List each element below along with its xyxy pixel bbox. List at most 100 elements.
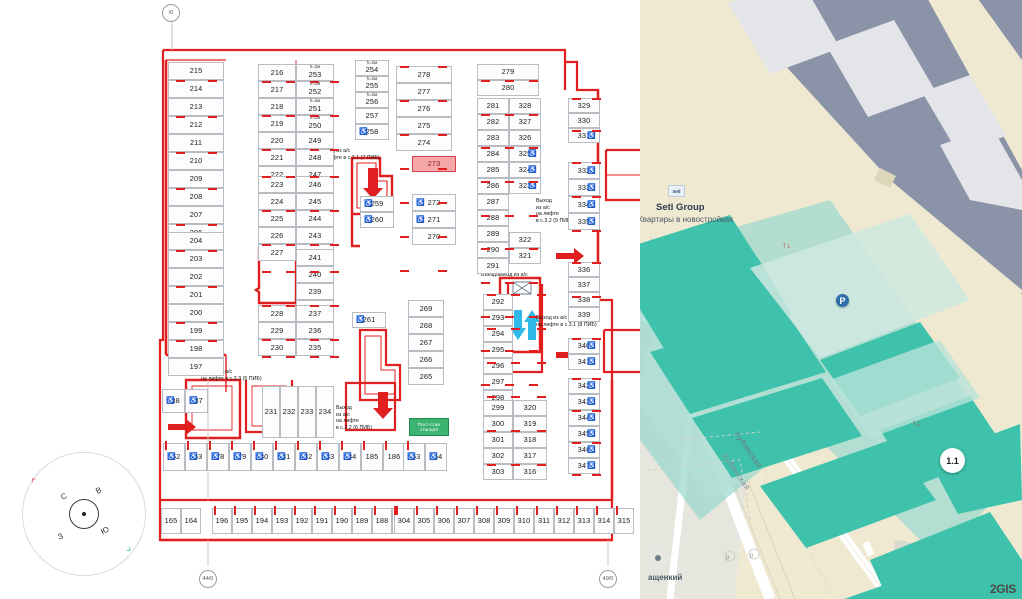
parking-space-165[interactable]: 165 (161, 508, 181, 534)
parking-space-197[interactable]: 197 (168, 358, 224, 376)
parking-space-192[interactable]: 192 (292, 508, 312, 534)
parking-space-275[interactable]: 275 (396, 117, 452, 134)
parking-space-291[interactable]: 291 (477, 258, 509, 274)
parking-space-279[interactable]: 279 (477, 64, 539, 80)
parking-space-345[interactable]: ♿345 (568, 426, 600, 442)
parking-space-319[interactable]: 319 (513, 416, 547, 432)
parking-space-278[interactable]: 278 (396, 66, 452, 83)
parking-space-227[interactable]: 227 (258, 244, 296, 261)
parking-space-329[interactable]: 329 (568, 98, 600, 113)
parking-space-300[interactable]: 300 (483, 416, 513, 432)
parking-space-188[interactable]: 188 (372, 508, 392, 534)
parking-space-297[interactable]: 297 (483, 374, 513, 390)
parking-space-185[interactable]: 185 (361, 443, 383, 471)
parking-space-346[interactable]: ♿346 (568, 442, 600, 458)
parking-space-335[interactable]: ♿335 (568, 213, 600, 230)
parking-space-347[interactable]: ♿347 (568, 458, 600, 474)
parking-space-260[interactable]: ♿260 (360, 212, 394, 228)
parking-space-224[interactable]: 224 (258, 193, 296, 210)
parking-space-243[interactable]: 243 (296, 227, 334, 244)
parking-space-303[interactable]: 303 (483, 464, 513, 480)
parking-space-343[interactable]: ♿343 (568, 394, 600, 410)
parking-space-304[interactable]: 304 (394, 508, 414, 534)
parking-space-202[interactable]: 202 (168, 268, 224, 286)
parking-space-203[interactable]: 203 (168, 250, 224, 268)
parking-space-229[interactable]: 229 (258, 322, 296, 339)
parking-space-215[interactable]: 215 (168, 62, 224, 80)
parking-space-217[interactable]: 217 (258, 81, 296, 98)
parking-space-211[interactable]: 211 (168, 134, 224, 152)
parking-space-233[interactable]: 233 (298, 386, 316, 438)
parking-space-164[interactable]: 164 (181, 508, 201, 534)
parking-space-234[interactable]: 234 (316, 386, 334, 438)
parking-space-210[interactable]: 210 (168, 152, 224, 170)
parking-space-180[interactable]: ♿180 (251, 443, 273, 471)
parking-space-333[interactable]: ♿333 (568, 179, 600, 196)
parking-space-340[interactable]: ♿340 (568, 338, 600, 354)
parking-space-321[interactable]: 321 (509, 248, 541, 264)
parking-space-326[interactable]: 326 (509, 130, 541, 146)
parking-space-245[interactable]: 245 (296, 193, 334, 210)
parking-space-194[interactable]: 194 (252, 508, 272, 534)
parking-space-182[interactable]: ♿182 (295, 443, 317, 471)
parking-space-179[interactable]: ♿179 (229, 443, 251, 471)
parking-space-249[interactable]: 249 (296, 132, 334, 149)
parking-space-267[interactable]: 267 (408, 334, 444, 351)
parking-space-220[interactable]: 220 (258, 132, 296, 149)
parking-space-237[interactable]: 237 (296, 305, 334, 322)
parking-space-309[interactable]: 309 (494, 508, 514, 534)
parking-space-232[interactable]: 232 (280, 386, 298, 438)
parking-space-292[interactable]: 292 (483, 294, 513, 310)
parking-space-281[interactable]: 281 (477, 98, 509, 114)
parking-space-339[interactable]: 339 (568, 307, 600, 322)
parking-space-268[interactable]: 268 (408, 317, 444, 334)
parking-space-307[interactable]: 307 (454, 508, 474, 534)
parking-space-316[interactable]: 316 (513, 464, 547, 480)
parking-space-266[interactable]: 266 (408, 351, 444, 368)
parking-space-271[interactable]: ♿271 (412, 211, 456, 228)
parking-space-236[interactable]: 236 (296, 322, 334, 339)
parking-space-189[interactable]: 189 (352, 508, 372, 534)
parking-space-338[interactable]: 338 (568, 292, 600, 307)
parking-space-214[interactable]: 214 (168, 80, 224, 98)
parking-space-240[interactable]: 240 (296, 266, 334, 283)
parking-space-299[interactable]: 299 (483, 400, 513, 416)
parking-space-312[interactable]: 312 (554, 508, 574, 534)
parking-space-181[interactable]: ♿181 (273, 443, 295, 471)
parking-space-302[interactable]: 302 (483, 448, 513, 464)
parking-space-226[interactable]: 226 (258, 227, 296, 244)
parking-space-310[interactable]: 310 (514, 508, 534, 534)
parking-space-315[interactable]: 315 (614, 508, 634, 534)
parking-space-246[interactable]: 246 (296, 176, 334, 193)
parking-space-248[interactable]: 248 (296, 149, 334, 166)
parking-space-257[interactable]: 257 (355, 108, 389, 124)
parking-space-269[interactable]: 269 (408, 300, 444, 317)
parking-space-261[interactable]: ♿261 (352, 312, 386, 328)
parking-space-235[interactable]: 235 (296, 339, 334, 356)
parking-space-285[interactable]: 285 (477, 162, 509, 178)
parking-space-325[interactable]: ♿325 (509, 146, 541, 162)
parking-floor-plan[interactable]: /0 44/0 49/0 Выход из а/с на лифте в с.2… (0, 0, 640, 599)
parking-space-328[interactable]: 328 (509, 98, 541, 114)
parking-space-308[interactable]: 308 (474, 508, 494, 534)
parking-space-208[interactable]: 208 (168, 188, 224, 206)
parking-space-239[interactable]: 239 (296, 283, 334, 300)
parking-space-344[interactable]: ♿344 (568, 410, 600, 426)
parking-space-272[interactable]: ♿272 (412, 194, 456, 211)
parking-space-209[interactable]: 209 (168, 170, 224, 188)
parking-space-287[interactable]: 287 (477, 194, 509, 210)
parking-space-244[interactable]: 244 (296, 210, 334, 227)
charging-station-box[interactable]: Пост-стан станция (409, 418, 449, 436)
parking-space-259[interactable]: ♿259 (360, 196, 394, 212)
parking-space-193[interactable]: 193 (272, 508, 292, 534)
parking-space-186[interactable]: 186 (383, 443, 405, 471)
parking-space-273[interactable]: 273 (412, 156, 456, 172)
parking-space-178[interactable]: ♿178 (207, 443, 229, 471)
parking-space-313[interactable]: 313 (574, 508, 594, 534)
building-number-pin[interactable]: 1.1 (940, 448, 965, 473)
parking-space-305[interactable]: 305 (414, 508, 434, 534)
